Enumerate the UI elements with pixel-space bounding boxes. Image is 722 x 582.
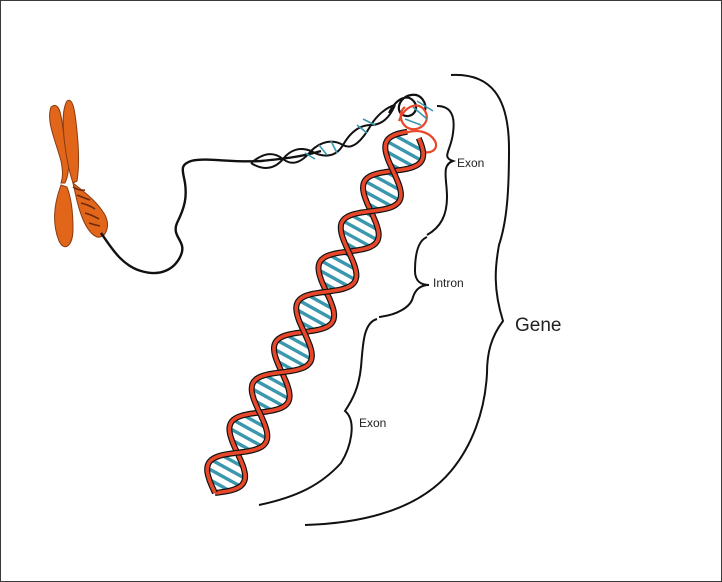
dna-coil-small [251,105,395,168]
backbone-strand-b-outline [207,132,407,493]
exon-top-brace [427,106,454,235]
dna-strand-unwound [101,151,321,273]
base-pair [343,221,378,240]
gene-label: Gene [515,315,561,336]
backbone-strand-a [215,138,423,493]
exon-bottom-label: Exon [359,416,386,430]
dna-double-helix [207,132,423,493]
intron-brace [379,237,429,317]
base-pair [321,261,356,280]
backbone-strand-a-outline [215,138,423,493]
chromosome-arm-lower-right [73,183,107,237]
intron-label: Intron [433,276,464,290]
chromosome [50,100,108,246]
exon-top-label: Exon [457,156,484,170]
base-pair [365,181,400,200]
chromosome-arm-lower-left [55,185,73,247]
backbone-strand-b [207,132,407,493]
base-pair [387,141,422,160]
